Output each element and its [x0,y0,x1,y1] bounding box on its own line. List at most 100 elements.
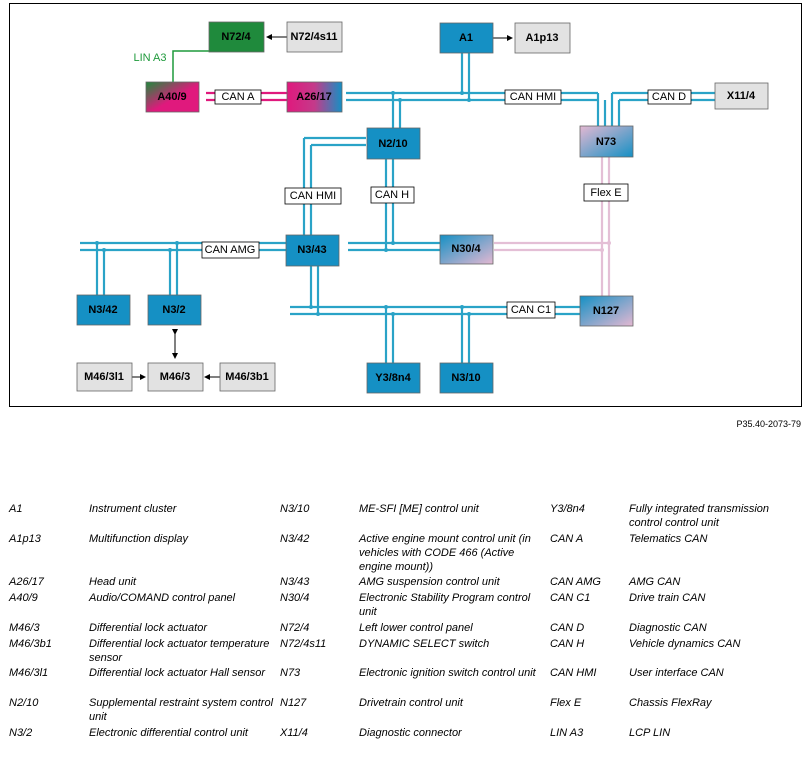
legend-code: N73 [280,667,301,679]
legend-description: Drivetrain control unit [359,697,463,709]
legend-description: Head unit [89,576,137,588]
node-n30-4: N30/4 [439,234,494,265]
node-a40-9-label: A40/9 [157,91,186,103]
node-n72-4: N72/4 [208,21,265,53]
node-n3-42-label: N3/42 [88,304,117,316]
legend-code: N2/10 [9,697,39,709]
legend-description: Vehicle dynamics CAN [629,638,741,650]
bus-label-can-c1-box: CAN C1 [506,301,556,319]
node-a26-17: A26/17 [286,81,343,113]
legend-code: N72/4 [280,622,310,634]
node-n3-10: N3/10 [439,362,494,394]
legend-code: N127 [280,697,307,709]
module-nodes: N72/4 N72/4s11 A1 A1p13 A40/9 A26/17 X11… [76,21,769,394]
legend-description: Instrument cluster [89,503,177,515]
legend-description: Diagnostic connector [359,727,462,739]
legend-code: A1 [9,503,23,515]
node-m46-3l1-label: M46/3l1 [84,371,124,383]
node-n3-42: N3/42 [76,294,131,326]
legend-code: M46/3 [9,622,40,634]
legend-description: Left lower control panel [359,622,473,634]
legend-description: AMG CAN [629,576,681,588]
signal-arrows [130,34,513,380]
network-diagram-frame: LIN A3 CAN A CAN HMI CAN D CAN HMI CAN H… [9,3,802,407]
legend-description: Fully integrated transmission control co… [629,503,770,529]
legend-description: LCP LIN [629,727,671,739]
legend-description: DYNAMIC SELECT switch [359,638,490,650]
legend-description: User interface CAN [629,667,724,679]
legend-code: N3/43 [280,576,310,588]
legend-description: Electronic ignition switch control unit [359,667,536,679]
bus-label-can-hmi-top-box: CAN HMI [504,89,562,105]
legend-description: Diagnostic CAN [629,622,707,634]
legend-description: Differential lock actuator Hall sensor [89,667,266,679]
legend-description: Multifunction display [89,533,189,545]
node-n3-2: N3/2 [147,294,202,326]
bus-label-can-a-box: CAN A [214,89,262,105]
node-a26-17-label: A26/17 [296,91,331,103]
node-n3-43-label: N3/43 [297,244,326,256]
node-n127-label: N127 [593,305,619,317]
legend-description: ME-SFI [ME] control unit [359,503,479,515]
bus-labels: LIN A3 CAN A CAN HMI CAN D CAN HMI CAN H… [133,52,692,319]
legend-code: M46/3b1 [9,638,52,650]
legend-description: Differential lock actuator [89,622,207,634]
legend-code: CAN C1 [550,592,591,604]
node-n30-4-label: N30/4 [451,243,481,255]
legend-code: A40/9 [9,592,38,604]
network-diagram: LIN A3 CAN A CAN HMI CAN D CAN HMI CAN H… [76,21,769,394]
lin-a3-line [172,50,209,82]
legend-code: N3/42 [280,533,310,545]
bus-label-can-hmi-top: CAN HMI [510,91,556,103]
node-n73-label: N73 [596,136,616,148]
legend-code: N3/2 [9,727,33,739]
flex-e-line [494,157,611,296]
legend-description: Drive train CAN [629,592,706,604]
bus-label-flex-e-box: Flex E [583,183,629,202]
bus-label-can-c1: CAN C1 [511,304,551,316]
legend-code: A26/17 [9,576,44,588]
legend-code: CAN HMI [550,667,597,679]
legend-code: A1p13 [9,533,41,545]
bus-label-can-d: CAN D [652,91,686,103]
bus-label-flex-e: Flex E [590,187,621,199]
legend-code: X11/4 [280,727,308,739]
node-y3-8n4-label: Y3/8n4 [375,372,411,384]
legend-code: CAN A [550,533,584,545]
bus-label-can-h-box: CAN H [370,186,415,204]
bus-label-can-a: CAN A [221,91,255,103]
can-h-line [348,159,440,252]
figure-reference: P35.40-2073-79 [736,419,801,429]
node-a40-9: A40/9 [145,81,200,113]
node-a1p13: A1p13 [514,22,571,54]
legend-code: CAN H [550,638,585,650]
legend-code: M46/3l1 [9,667,49,679]
node-m46-3l1: M46/3l1 [76,362,133,392]
legend-description: Supplemental restraint system control un… [89,697,274,723]
node-a1: A1 [439,22,494,54]
node-n3-43: N3/43 [285,234,340,267]
legend-description: AMG suspension control unit [359,576,500,588]
node-a1p13-label: A1p13 [525,32,558,44]
node-n2-10-label: N2/10 [378,138,407,150]
bus-label-can-amg: CAN AMG [205,244,256,256]
legend-code: LIN A3 [550,727,584,739]
node-n127: N127 [579,295,634,327]
legend-code: Y3/8n4 [550,503,585,515]
legend-description: Electronic differential control unit [89,727,248,739]
legend-code: CAN D [550,622,585,634]
legend-code: Flex E [550,697,582,709]
node-n3-10-label: N3/10 [451,372,480,384]
node-y3-8n4: Y3/8n4 [366,362,421,394]
node-n72-4-label: N72/4 [221,31,251,43]
node-n3-2-label: N3/2 [162,304,185,316]
legend-code: N72/4s11 [280,638,327,650]
bus-label-can-h: CAN H [375,189,409,201]
node-n72-4s11: N72/4s11 [286,21,343,53]
bus-label-can-d-box: CAN D [647,89,692,105]
legend-code: N30/4 [280,592,310,604]
legend-description: Active engine mount control unit (in veh… [359,533,531,573]
bus-label-can-amg-box: CAN AMG [201,241,260,259]
bus-label-lin-a3: LIN A3 [133,52,166,64]
node-m46-3b1-label: M46/3b1 [225,371,268,383]
